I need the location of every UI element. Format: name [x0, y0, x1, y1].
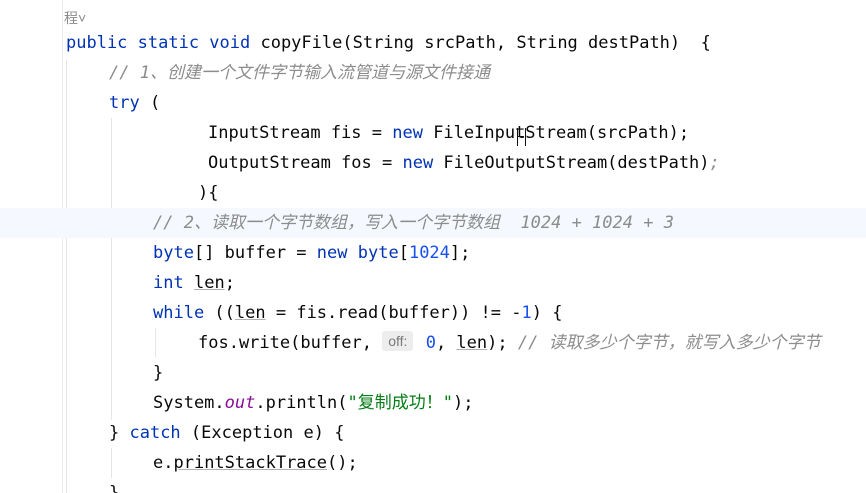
code-token: // 2、读取一个字节数组，写入一个字节数组 1024 + 1024 + 3 [153, 213, 674, 233]
code-token: (( [204, 303, 235, 323]
code-token: ; [709, 153, 720, 173]
code-token: try [109, 93, 140, 113]
code-token: out [224, 393, 256, 413]
code-token: new [316, 243, 348, 263]
code-token: (); [327, 453, 358, 473]
code-line[interactable]: } catch (Exception e) { [0, 418, 866, 448]
code-token: OutputStream fos = [208, 153, 403, 173]
code-line[interactable]: e.printStackTrace(); [0, 448, 866, 478]
code-token: printStackTrace [173, 453, 328, 473]
code-token: catch [129, 423, 181, 443]
truncated-previous-line [64, 0, 174, 4]
code-token: } [153, 363, 164, 383]
code-token: len [234, 303, 266, 323]
gutter-divider [62, 0, 63, 493]
indent-guide [66, 60, 67, 493]
code-token: destPath) { [577, 33, 711, 53]
code-token: 1 [521, 303, 532, 323]
code-token: new [392, 123, 423, 143]
code-token: FileOutputStream(destPath) [433, 153, 710, 173]
code-line[interactable]: try ( [0, 88, 866, 118]
code-token [184, 273, 194, 293]
code-token: ); [487, 333, 518, 353]
code-token: System. [153, 393, 225, 413]
code-token: byte [153, 243, 194, 263]
code-token: fos.write(buffer, [198, 333, 383, 353]
code-line-current[interactable]: // 2、读取一个字节数组，写入一个字节数组 1024 + 1024 + 3 [0, 208, 866, 238]
fold-hint[interactable]: 程˅ [64, 6, 86, 30]
code-token: e. [153, 453, 174, 473]
code-token: new [402, 153, 434, 173]
code-token: public static void [66, 33, 261, 53]
code-token: } [109, 423, 130, 443]
code-token: srcPath, [414, 33, 517, 53]
text-cursor-icon [517, 128, 526, 146]
code-line[interactable]: ){ [0, 178, 866, 208]
code-line[interactable]: while ((len = fis.read(buffer)) != -1) { [0, 298, 866, 328]
code-token: byte [357, 243, 399, 263]
code-token: [ [398, 243, 409, 263]
code-token: .println( [255, 393, 348, 413]
code-token: (Exception e) { [180, 423, 345, 443]
code-line[interactable]: byte[] buffer = new byte[1024]; [0, 238, 866, 268]
code-line[interactable]: InputStream fis = new FileInputStream(sr… [0, 118, 866, 148]
code-line[interactable]: System.out.println("复制成功！"); [0, 388, 866, 418]
code-token: len [456, 333, 488, 353]
code-token: InputStream fis = [208, 123, 393, 143]
code-token: String [352, 33, 415, 53]
code-line[interactable]: int len; [0, 268, 866, 298]
code-token [415, 333, 425, 353]
chevron-down-icon: ˅ [78, 10, 87, 26]
code-token: // 1、创建一个文件字节输入流管道与源文件接通 [109, 63, 490, 83]
code-token: 1024 [408, 243, 450, 263]
code-token [348, 243, 358, 263]
code-token: } [109, 483, 120, 493]
code-token: ( [139, 93, 161, 113]
code-token: // 读取多少个字节，就写入多少个字节 [517, 333, 821, 353]
code-token: "复制成功！" [347, 393, 453, 413]
parameter-hint: off: [382, 331, 414, 351]
code-line[interactable]: } [0, 478, 866, 493]
code-line[interactable]: } [0, 358, 866, 388]
code-token: ); [452, 393, 474, 413]
code-token: while [153, 303, 205, 323]
code-line[interactable]: OutputStream fos = new FileOutputStream(… [0, 148, 866, 178]
code-token: FileInputStream(srcPath); [422, 123, 690, 143]
code-token: len [193, 273, 225, 293]
indent-guide [111, 118, 112, 420]
code-line[interactable]: // 1、创建一个文件字节输入流管道与源文件接通 [0, 58, 866, 88]
code-token: ){ [198, 183, 219, 203]
code-token: copyFile( [260, 33, 353, 53]
code-token: 0 [425, 333, 436, 353]
code-line[interactable]: public static void copyFile(String srcPa… [0, 28, 866, 58]
indent-guide [111, 448, 112, 478]
code-token: String [516, 33, 578, 53]
code-token: [] buffer = [193, 243, 317, 263]
code-token: ) { [531, 303, 563, 323]
code-token: ]; [449, 243, 471, 263]
code-token: ; [224, 273, 235, 293]
code-token: int [153, 273, 184, 293]
indent-guide [155, 328, 156, 358]
code-token: = fis.read(buffer)) != - [265, 303, 522, 323]
code-line[interactable]: fos.write(buffer, off: 0, len); // 读取多少个… [0, 328, 866, 358]
fold-hint-icon: 程 [64, 10, 78, 26]
code-token: , [435, 333, 457, 353]
